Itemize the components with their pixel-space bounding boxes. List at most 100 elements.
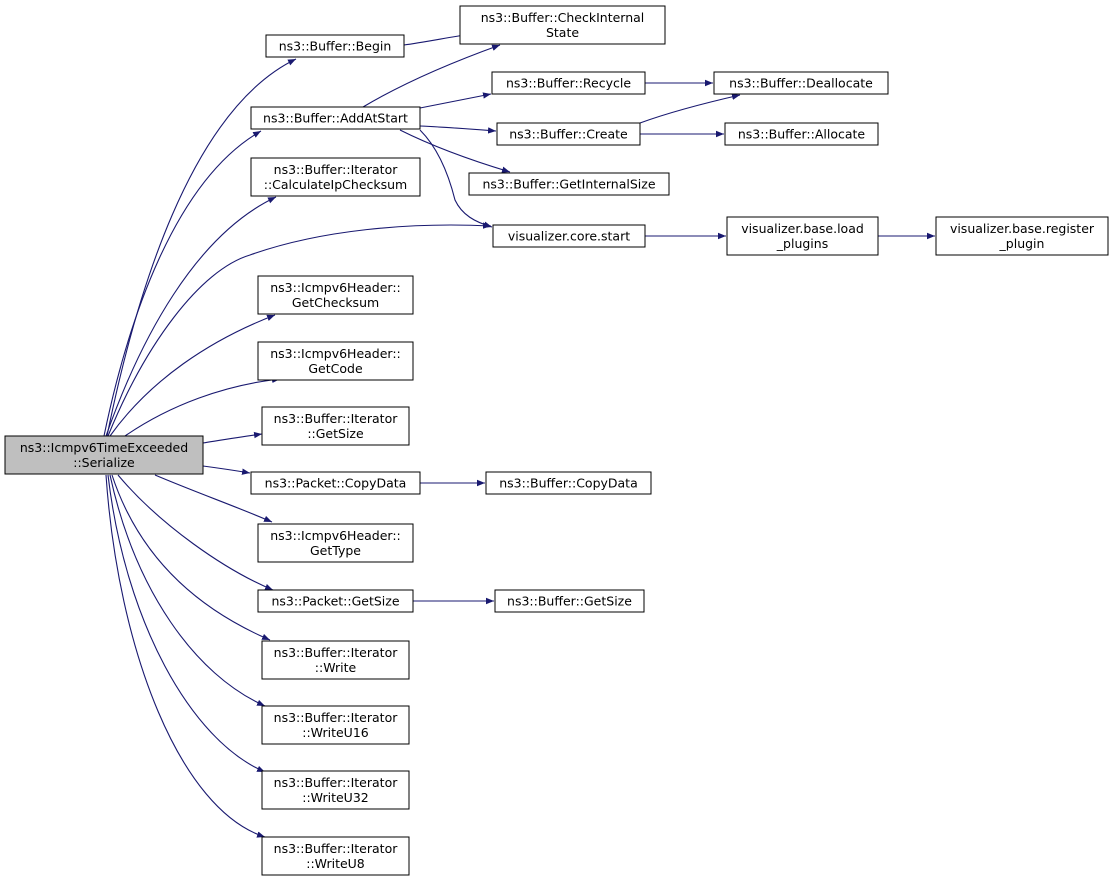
node-box (459, 5, 666, 45)
node-label: ns3::Buffer::Iterator (274, 775, 399, 790)
edge-addatstart-to-create (419, 125, 497, 134)
node-label: ns3::Buffer::Create (509, 127, 628, 142)
node-vcorestart[interactable]: visualizer.core.start (492, 224, 646, 248)
node-label: ns3::Buffer::Recycle (506, 76, 631, 91)
node-box (496, 122, 641, 146)
node-box (261, 406, 410, 446)
edge-root-to-writeu8 (105, 474, 266, 838)
node-label: _plugin (999, 236, 1045, 251)
node-label: ns3::Packet::CopyData (265, 476, 407, 491)
edge-root-to-pcopydata (202, 465, 251, 475)
edge-addatstart-to-recycle (419, 92, 492, 109)
node-box (4, 435, 204, 475)
node-label: ns3::Buffer::Deallocate (729, 76, 873, 91)
node-box (257, 275, 414, 315)
node-label: ns3::Icmpv6Header:: (270, 280, 401, 295)
node-label: ns3::Buffer::Iterator (274, 710, 399, 725)
node-create[interactable]: ns3::Buffer::Create (496, 122, 641, 146)
edge-root-to-pgetsize (117, 474, 274, 591)
edge-root-to-calcip (105, 196, 277, 437)
node-box (468, 172, 670, 196)
node-loadplugins[interactable]: visualizer.base.load_plugins (726, 216, 879, 256)
node-label: ::Write (315, 660, 357, 675)
node-label: visualizer.core.start (508, 229, 630, 244)
edge-root-to-writeu32 (107, 474, 266, 773)
edge-root-to-addatstart (103, 130, 262, 437)
node-addatstart[interactable]: ns3::Buffer::AddAtStart (250, 106, 421, 130)
node-box (492, 224, 646, 248)
node-label: GetChecksum (292, 295, 379, 310)
node-label: State (546, 25, 579, 40)
node-label: ns3::Buffer::Iterator (274, 841, 399, 856)
node-box (491, 71, 646, 95)
node-box (261, 705, 410, 745)
node-label: ::WriteU16 (302, 725, 369, 740)
node-write[interactable]: ns3::Buffer::Iterator::Write (261, 640, 410, 680)
node-box (713, 71, 889, 95)
node-calcip[interactable]: ns3::Buffer::Iterator::CalculateIpChecks… (250, 157, 421, 197)
edge-create-to-deallocate (639, 93, 741, 124)
node-box (250, 471, 421, 495)
node-getchecksum[interactable]: ns3::Icmpv6Header::GetChecksum (257, 275, 414, 315)
node-box (935, 216, 1109, 256)
node-label: ns3::Buffer::Iterator (274, 645, 399, 660)
node-root[interactable]: ns3::Icmpv6TimeExceeded::Serialize (4, 435, 204, 475)
node-label: ns3::Buffer::Allocate (738, 127, 866, 142)
edge-root-to-write (111, 474, 271, 641)
node-label: ::WriteU32 (302, 790, 368, 805)
node-allocate[interactable]: ns3::Buffer::Allocate (724, 122, 879, 146)
edge-root-to-gettype (154, 474, 273, 523)
node-box (494, 589, 645, 613)
nodes-layer: ns3::Icmpv6TimeExceeded::Serializens3::B… (4, 5, 1109, 876)
node-label: ns3::Buffer::Begin (279, 39, 392, 54)
node-label: ::Serialize (73, 455, 135, 470)
node-begin[interactable]: ns3::Buffer::Begin (265, 34, 405, 58)
node-label: ::CalculateIpChecksum (264, 177, 408, 192)
node-itgetsize[interactable]: ns3::Buffer::Iterator::GetSize (261, 406, 410, 446)
node-recycle[interactable]: ns3::Buffer::Recycle (491, 71, 646, 95)
node-box (257, 589, 414, 613)
node-writeu32[interactable]: ns3::Buffer::Iterator::WriteU32 (261, 770, 410, 810)
node-box (261, 640, 410, 680)
node-label: visualizer.base.load (741, 221, 864, 236)
node-box (250, 106, 421, 130)
node-label: ns3::Buffer::AddAtStart (263, 111, 408, 126)
node-pgetsize[interactable]: ns3::Packet::GetSize (257, 589, 414, 613)
edge-root-to-begin (106, 58, 297, 437)
node-label: ::GetSize (307, 426, 364, 441)
node-getcode[interactable]: ns3::Icmpv6Header::GetCode (257, 341, 414, 381)
node-box (265, 34, 405, 58)
node-box (261, 770, 410, 810)
node-label: ns3::Icmpv6Header:: (270, 528, 401, 543)
node-label: ns3::Buffer::Iterator (274, 411, 399, 426)
node-box (485, 471, 652, 495)
node-label: visualizer.base.register (950, 221, 1095, 236)
node-bcopydata[interactable]: ns3::Buffer::CopyData (485, 471, 652, 495)
node-writeu16[interactable]: ns3::Buffer::Iterator::WriteU16 (261, 705, 410, 745)
node-box (250, 157, 421, 197)
node-box (726, 216, 879, 256)
node-label: GetType (310, 543, 361, 558)
edge-addatstart-to-vcorestart (419, 129, 493, 228)
node-label: ::WriteU8 (306, 856, 365, 871)
node-registerplugin[interactable]: visualizer.base.register_plugin (935, 216, 1109, 256)
node-box (724, 122, 879, 146)
node-pcopydata[interactable]: ns3::Packet::CopyData (250, 471, 421, 495)
edge-root-to-vcorestart (107, 222, 492, 437)
node-deallocate[interactable]: ns3::Buffer::Deallocate (713, 71, 889, 95)
edge-root-to-getcode (124, 376, 281, 437)
edges-layer (103, 32, 935, 838)
edge-root-to-writeu16 (109, 474, 266, 707)
node-gettype[interactable]: ns3::Icmpv6Header::GetType (257, 523, 414, 563)
edge-root-to-getchecksum (109, 314, 276, 437)
node-label: ns3::Buffer::CheckInternal (481, 10, 645, 25)
node-bgetsize[interactable]: ns3::Buffer::GetSize (494, 589, 645, 613)
node-label: _plugins (776, 236, 828, 251)
node-writeu8[interactable]: ns3::Buffer::Iterator::WriteU8 (261, 836, 410, 876)
node-label: ns3::Buffer::GetSize (507, 594, 632, 609)
node-label: ns3::Icmpv6TimeExceeded (20, 440, 188, 455)
node-label: ns3::Packet::GetSize (271, 594, 399, 609)
node-getinternalsize[interactable]: ns3::Buffer::GetInternalSize (468, 172, 670, 196)
